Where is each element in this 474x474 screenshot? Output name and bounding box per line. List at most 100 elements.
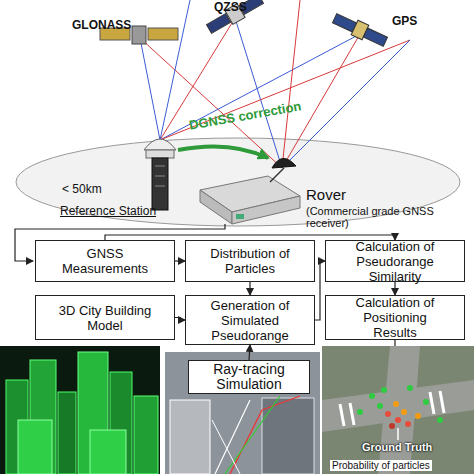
text-label: DGNSS correction [188,98,302,132]
correction-arrow [178,146,268,158]
particle [401,409,407,415]
box-text: Distribution of Particles [202,246,298,276]
gps-satellite [331,11,389,49]
crosswalk-stripe [350,403,354,425]
tower-detail [155,166,165,167]
process-box: Generation of Simulated Pseudorange [185,295,315,345]
particle [357,409,363,415]
ray-line [225,396,280,474]
flow-arrow [249,345,250,360]
ray-line [262,396,300,410]
signal-lines [140,0,410,168]
signal-line [160,34,360,140]
particle [377,403,383,409]
text-label: QZSS [214,0,247,14]
satellite-body [132,26,146,44]
particle [407,385,413,391]
process-box: Distribution of Particles [185,240,315,282]
flow-arrow [315,261,325,320]
crosswalk-stripe [440,391,444,413]
particle [369,393,375,399]
box-text: Calculation of Positioning Results [342,295,448,340]
text-label: Rover [306,186,346,203]
city-model-image [0,346,160,474]
leader-line [394,340,395,346]
box-text: 3D City Building Model [52,303,158,333]
building [18,420,52,474]
particles [357,385,443,429]
image-background [165,352,320,474]
antenna-dome [144,139,176,150]
flow-arrow [175,318,185,321]
signal-line [160,0,190,140]
box-text: Ray-tracing Simulation [205,362,293,392]
box-text: Generation of Simulated Pseudorange [202,298,298,343]
road [378,346,420,474]
process-box: Calculation of Positioning Results [325,295,465,340]
rover-antenna [272,158,296,168]
tower-detail [155,186,165,187]
signal-line [282,40,410,168]
receiver-front [232,196,300,224]
building [262,398,314,474]
flow-arrow [249,282,250,295]
antenna-cable [270,168,284,182]
solar-panel [363,28,387,46]
crosswalk-stripe [340,404,344,426]
building [90,430,126,474]
solar-panel [207,14,231,34]
box-text: GNSS Measurements [52,246,158,276]
receiver-led [236,214,244,219]
signal-line [235,18,282,168]
particle [437,417,443,423]
process-box: GNSS Measurements [35,240,175,282]
ray-tracing-image [165,352,320,474]
particle [381,387,387,393]
particle [415,413,421,419]
ray-line [212,420,240,474]
antenna-base [146,150,174,158]
rover-receiver [200,158,300,224]
reference-station [144,139,176,210]
image-background [322,346,474,474]
solar-panel [333,14,357,32]
flow-arrow [394,282,395,295]
positioning-result-image [322,346,474,474]
text-label: Probability of particles [330,460,432,471]
flow-arrow [175,260,185,261]
station-tower [152,158,168,210]
tower-detail [155,176,165,177]
building [170,400,210,474]
text-label: GPS [392,14,417,28]
particle [423,399,429,405]
leader-line [397,428,399,440]
text-label: < 50km [62,182,102,196]
crosswalk-stripe [430,392,434,414]
flow-arrow [105,235,395,240]
building [134,396,158,474]
text-label: (Commercial grade GNSS receiver) [306,205,456,229]
building [58,392,76,474]
text-label: Ground Truth [362,441,432,453]
text-label: Reference Station [60,204,156,218]
solar-panel [148,28,178,40]
particle [385,411,391,417]
box-text: Calculation of Pseudorange Similarity [342,239,448,284]
process-box: 3D City Building Model [35,295,175,340]
process-box: Calculation of Pseudorange Similarity [325,240,465,282]
particle [405,421,411,427]
particle [393,401,399,407]
text-label: GLONASS [72,18,131,32]
image-background [0,346,160,474]
crosswalk [340,391,444,426]
particle [395,417,401,423]
qzss-satellite [205,0,265,36]
receiver-side [200,190,232,224]
signal-line [282,0,300,168]
signal-line [160,40,410,140]
particle [389,423,395,429]
process-box: Ray-tracing Simulation [188,360,310,394]
